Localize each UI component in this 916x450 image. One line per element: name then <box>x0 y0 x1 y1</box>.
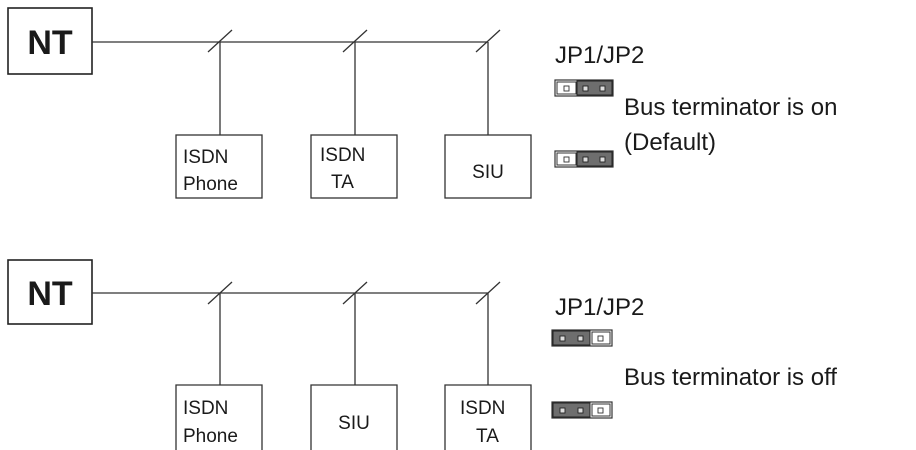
device-label-line2: Phone <box>183 426 238 447</box>
device-label-line1: SIU <box>338 413 370 434</box>
device-label-line1: ISDN <box>460 398 505 419</box>
jumper-state-text: Bus terminator is off <box>624 364 837 391</box>
device-label-line1: ISDN <box>183 147 228 168</box>
device-box-isdn-phone: ISDN Phone <box>175 134 263 199</box>
jumper-pins-2-3 <box>554 79 614 97</box>
nt-box: NT <box>7 259 93 325</box>
diagram-terminator-on: NT ISDN Phone ISDN TA SIU JP1/JP2 <box>7 7 837 199</box>
jumper-pins-1-2 <box>551 401 613 419</box>
device-label-line1: ISDN <box>320 145 365 166</box>
device-label-line2: TA <box>476 426 499 447</box>
diagram-terminator-off: NT ISDN Phone SIU ISDN TA JP1/JP2 <box>7 259 837 450</box>
jumper-note: (Default) <box>624 129 716 156</box>
jumper-title: JP1/JP2 <box>555 294 644 321</box>
jumper-pins-1-2 <box>551 329 613 347</box>
jumper-pins-2-3 <box>554 150 614 168</box>
nt-box: NT <box>7 7 93 75</box>
device-box-isdn-ta: ISDN TA <box>444 384 532 450</box>
device-box-isdn-phone: ISDN Phone <box>175 384 263 450</box>
jumper-state-text: Bus terminator is on <box>624 94 837 121</box>
device-box-isdn-ta: ISDN TA <box>310 134 398 199</box>
bus-slash <box>207 29 233 53</box>
device-label-line1: SIU <box>472 162 504 183</box>
device-label-line2: TA <box>331 172 354 193</box>
nt-label: NT <box>27 275 73 313</box>
device-label-line2: Phone <box>183 174 238 195</box>
nt-label: NT <box>27 24 73 62</box>
device-box-siu: SIU <box>310 384 398 450</box>
bus-slash <box>475 29 501 53</box>
jumper-title: JP1/JP2 <box>555 42 644 69</box>
device-label-line1: ISDN <box>183 398 228 419</box>
device-box-siu: SIU <box>444 134 532 199</box>
bus-slash <box>342 29 368 53</box>
